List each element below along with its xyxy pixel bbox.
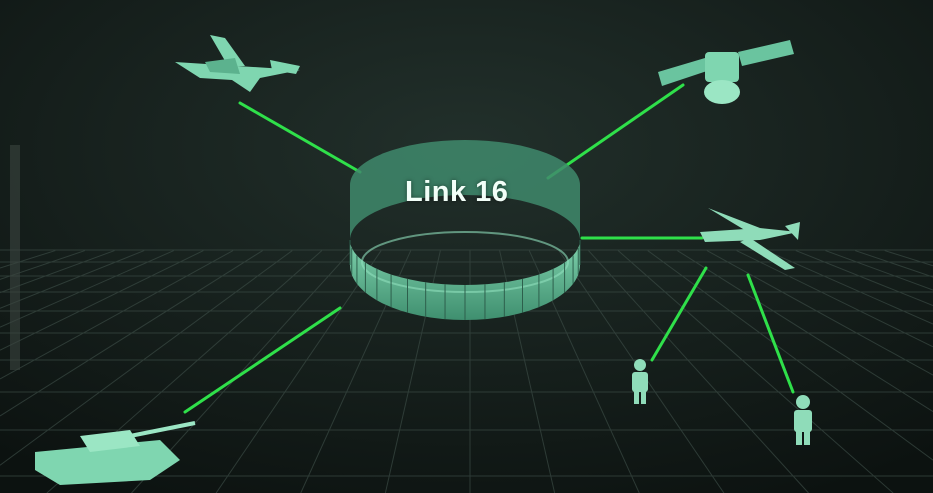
soldier-1-icon xyxy=(632,359,648,404)
soldier-2-icon xyxy=(794,395,812,445)
link16-ring xyxy=(349,140,581,320)
perspective-grid xyxy=(0,249,933,493)
side-panel xyxy=(10,145,20,370)
satellite-icon xyxy=(658,40,794,104)
link-tank xyxy=(183,306,342,414)
drone-icon xyxy=(700,208,800,270)
link-jet xyxy=(238,101,362,174)
tank-icon xyxy=(35,421,196,485)
link-soldier-2 xyxy=(746,273,795,394)
link16-title: Link 16 xyxy=(405,176,509,208)
link-soldier-1 xyxy=(650,266,708,362)
fighter-jet-icon xyxy=(175,35,300,92)
link-satellite xyxy=(546,83,685,180)
link-lines xyxy=(183,83,795,414)
